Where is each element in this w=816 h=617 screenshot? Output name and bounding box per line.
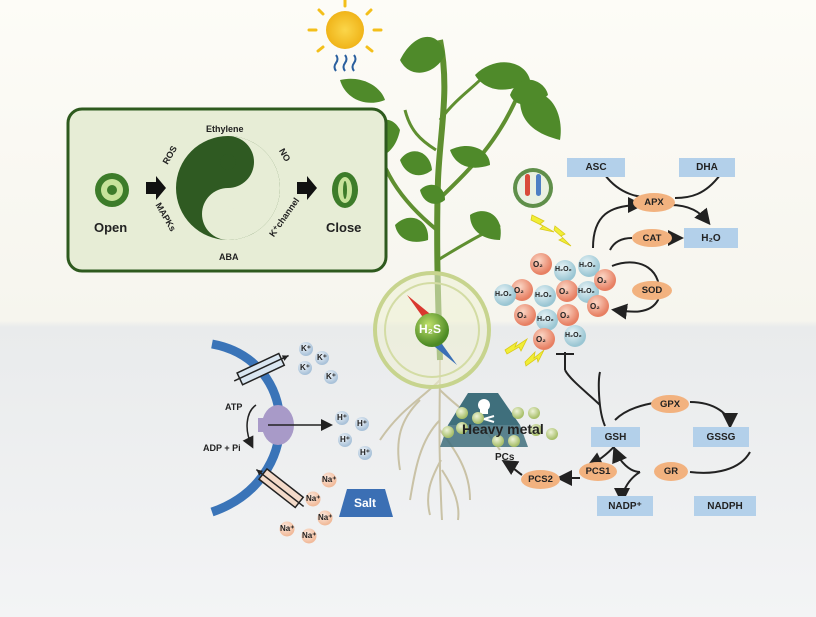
gssg-box: GSSG [693, 427, 749, 447]
lightning-icon [504, 214, 572, 367]
heavy-metal-label: Heavy metal [462, 421, 544, 437]
pcs-label: PCs [495, 452, 515, 463]
o2-label: O₂ [590, 302, 600, 311]
h-ion-label: H⁺ [360, 448, 370, 457]
ros-cluster [494, 253, 616, 350]
atp-label: ATP [225, 402, 243, 412]
pcs1-oval: PCS1 [579, 462, 617, 481]
h2o2-label: H₂O₂ [579, 262, 596, 269]
k-ion-label: K⁺ [300, 363, 310, 372]
stomata-panel [66, 107, 388, 273]
dha-box: DHA [679, 158, 735, 177]
yin-yang-icon [176, 136, 280, 240]
nadp-box: NADP⁺ [597, 496, 653, 516]
o2-label: O₂ [514, 286, 524, 295]
k-channel-icon [233, 352, 289, 386]
closed-stoma-icon [332, 172, 358, 208]
k-ion-label: K⁺ [317, 353, 327, 362]
ethylene-label: Ethylene [206, 124, 244, 134]
o2-label: O₂ [536, 335, 546, 344]
na-ion-label: Na⁺ [322, 475, 337, 484]
h-atpase-icon [258, 405, 333, 445]
close-label: Close [326, 220, 362, 235]
h2o2-label: H₂O₂ [578, 288, 595, 295]
apx-oval: APX [633, 193, 675, 212]
na-ion-label: Na⁺ [306, 494, 321, 503]
na-ion-label: Na⁺ [280, 524, 295, 533]
adp-label: ADP + Pi [203, 443, 241, 453]
na-ion-label: Na⁺ [302, 531, 317, 540]
open-stoma-icon [95, 173, 129, 207]
na-channel-icon [255, 467, 305, 509]
thermometer-icon [513, 168, 553, 208]
sod-oval: SOD [632, 281, 672, 300]
na-ion-label: Na⁺ [318, 513, 333, 522]
salt-label: Salt [354, 496, 377, 510]
h2o2-label: H₂O₂ [535, 292, 552, 299]
h2o2-label: H₂O₂ [495, 291, 512, 298]
pcs2-oval: PCS2 [521, 470, 560, 489]
k-ion-label: K⁺ [326, 372, 336, 381]
sun-icon [307, 0, 383, 72]
k-ion-label: K⁺ [301, 344, 311, 353]
cell-membrane [210, 339, 393, 544]
o2-label: O₂ [533, 260, 543, 269]
h2o2-label: H₂O₂ [565, 332, 582, 339]
o2-label: O₂ [559, 287, 569, 296]
compass-icon [373, 271, 491, 389]
gr-oval: GR [654, 462, 688, 481]
open-label: Open [94, 220, 128, 235]
gpx-oval: GPX [651, 395, 689, 413]
heavy-metal-group [440, 393, 558, 447]
h2s-label: H₂S [419, 322, 442, 336]
h2o2-label: H₂O₂ [555, 266, 572, 273]
gsh-box: GSH [591, 427, 640, 447]
o2-label: O₂ [517, 311, 527, 320]
asc-box: ASC [567, 158, 625, 177]
salt-icon [339, 489, 393, 517]
nadph-box: NADPH [694, 496, 756, 516]
h-ion-label: H⁺ [337, 413, 347, 422]
aba-label: ABA [219, 252, 239, 262]
h-ion-label: H⁺ [340, 435, 350, 444]
o2-label: O₂ [597, 276, 607, 285]
o2-label: O₂ [560, 311, 570, 320]
h2o2-label: H₂O₂ [537, 316, 554, 323]
h2o-box: H₂O [684, 228, 738, 248]
h-ion-label: H⁺ [357, 419, 367, 428]
cat-oval: CAT [632, 229, 672, 247]
